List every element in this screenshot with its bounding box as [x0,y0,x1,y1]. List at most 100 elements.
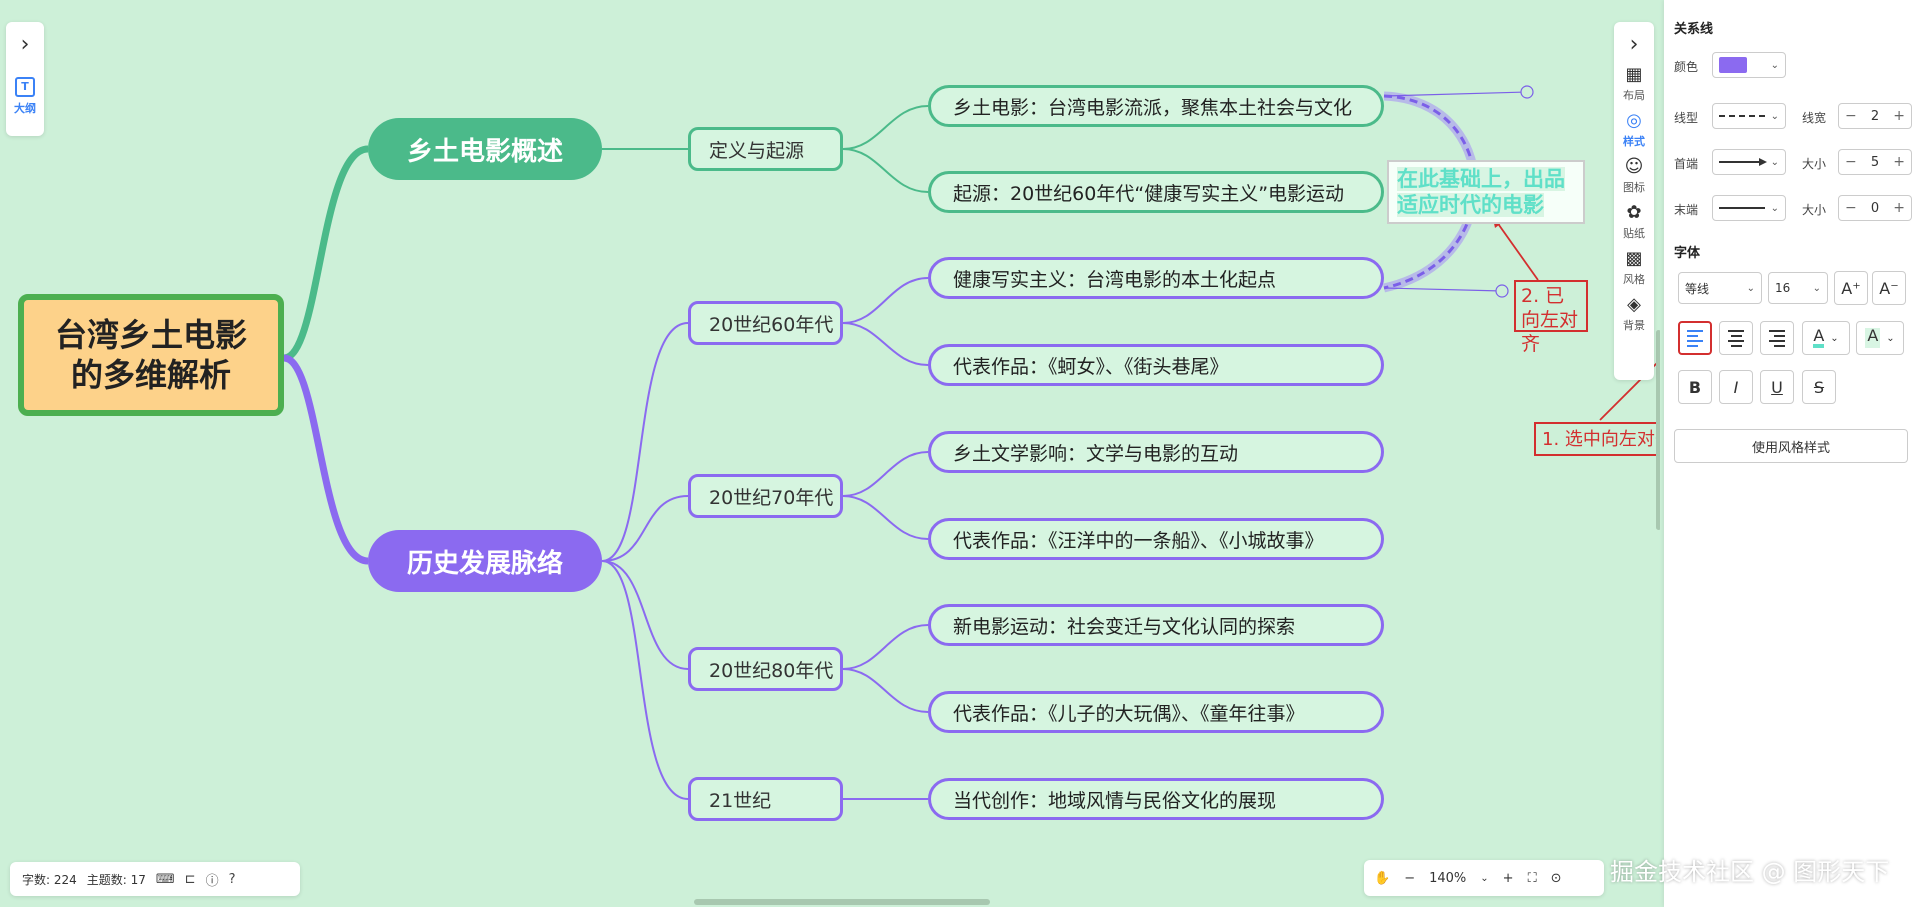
tool-style[interactable]: ◎样式 [1623,111,1645,149]
sub-node-label: 定义与起源 [709,139,805,162]
main-node-history[interactable]: 历史发展脉络 [368,530,602,592]
leaf-node-5[interactable]: 乡土文学影响：文学与电影的互动 [928,431,1384,473]
tail-arrow-select[interactable]: ⌄ [1712,195,1786,221]
plus-icon[interactable]: + [1893,154,1905,170]
sub-node-label: 21世纪 [709,789,772,812]
text-bg-color-button[interactable]: A⌄ [1856,321,1904,355]
collapse-chevron-icon[interactable]: › [1629,32,1639,57]
sub-node-21c[interactable]: 21世纪 [688,777,843,821]
zoom-out-icon[interactable]: − [1404,870,1416,886]
align-right-button[interactable] [1760,321,1794,355]
leaf-node-7[interactable]: 新电影运动：社会变迁与文化认同的探索 [928,604,1384,646]
line-type-select[interactable]: ⌄ [1712,103,1786,129]
link-history-s70 [601,495,689,562]
leaf-node-2[interactable]: 起源：20世纪60年代“健康写实主义”电影运动 [928,171,1384,213]
help-icon[interactable]: ? [228,871,236,887]
vertical-scrollbar[interactable] [1656,330,1660,530]
head-arrow-select[interactable]: ⌄ [1712,149,1786,175]
main-node-overview[interactable]: 乡土电影概述 [368,118,602,180]
color-swatch [1719,57,1747,73]
tool-sticker[interactable]: ✿贴纸 [1623,203,1645,241]
link-s80-l7 [842,624,929,670]
leaf-node-4[interactable]: 代表作品：《蚵女》、《街头巷尾》 [928,344,1384,386]
sub-node-label: 20世纪80年代 [709,659,834,682]
palette-icon: ◎ [1626,110,1642,131]
relation-label-editor[interactable]: 在此基础上，出品适应时代的电影 [1387,160,1585,224]
tail-label: 末端 [1674,203,1699,217]
tool-layout[interactable]: ▦布局 [1623,65,1645,103]
link-s70-l6 [842,495,929,540]
chevron-down-icon[interactable]: ⌄ [1480,872,1489,884]
font-decrease-button[interactable]: A⁻ [1872,271,1906,305]
font-color-icon: A [1813,328,1825,348]
expand-chevron-icon[interactable]: › [20,32,30,57]
line-color-select[interactable]: ⌄ [1712,52,1786,78]
head-size-label: 大小 [1802,157,1827,171]
zoom-in-icon[interactable]: + [1502,870,1514,886]
underline-button[interactable]: U [1760,370,1794,404]
plus-icon[interactable]: + [1893,200,1905,216]
layout-icon: ▦ [1625,64,1643,85]
sub-node-60s[interactable]: 20世纪60年代 [688,301,843,345]
chevron-down-icon: ⌄ [1770,156,1779,168]
font-size-select[interactable]: 16⌄ [1768,272,1828,304]
leaf-node-3[interactable]: 健康写实主义：台湾电影的本土化起点 [928,257,1384,299]
outline-label[interactable]: 大纲 [14,102,36,115]
plus-icon[interactable]: + [1893,108,1905,124]
tool-icon[interactable]: ☺图标 [1623,157,1645,195]
leaf-node-label: 新电影运动：社会变迁与文化认同的探索 [953,615,1296,638]
tool-label: 风格 [1623,273,1645,286]
info-icon[interactable]: ⓘ [205,873,219,889]
font-size-value: 16 [1775,281,1791,295]
stepper-value[interactable]: 2 [1870,108,1880,124]
align-left-icon [1687,329,1703,347]
tail-size-stepper[interactable]: −0 + [1838,195,1912,221]
locate-icon[interactable]: ⊙ [1550,870,1562,886]
link-history-s80 [601,560,689,670]
leaf-node-8[interactable]: 代表作品：《儿子的大玩偶》、《童年往事》 [928,691,1384,733]
topic-count: 主题数: 17 [86,872,146,887]
minus-icon[interactable]: − [1845,154,1857,170]
line-width-stepper[interactable]: −2 + [1838,103,1912,129]
minus-icon[interactable]: − [1845,200,1857,216]
word-count: 字数: 224 [22,872,77,887]
keyboard-icon[interactable]: ⌨ [155,871,175,887]
link-definition-l2 [842,148,929,193]
sticker-icon: ✿ [1626,202,1642,223]
tool-theme[interactable]: ▩风格 [1623,249,1645,287]
outline-icon[interactable]: T [15,77,35,97]
zoom-level[interactable]: 140% [1429,870,1467,886]
hand-icon[interactable]: ✋ [1374,870,1391,886]
leaf-node-label: 当代创作：地域风情与民俗文化的展现 [953,789,1277,812]
structure-icon[interactable]: ⊏ [184,871,196,887]
font-increase-button[interactable]: A⁺ [1834,271,1868,305]
minus-icon[interactable]: − [1845,108,1857,124]
leaf-node-9[interactable]: 当代创作：地域风情与民俗文化的展现 [928,778,1384,820]
use-style-button[interactable]: 使用风格样式 [1674,429,1908,463]
font-color-button[interactable]: A⌄ [1802,321,1850,355]
section-relation-title: 关系线 [1674,22,1714,37]
relation-line [1383,94,1477,290]
sub-node-80s[interactable]: 20世纪80年代 [688,647,843,691]
align-center-button[interactable] [1719,321,1753,355]
align-left-button[interactable] [1678,321,1712,355]
stepper-value[interactable]: 0 [1870,200,1880,216]
leaf-node-1[interactable]: 乡土电影：台湾电影流派，聚焦本土社会与文化 [928,85,1384,127]
bold-button[interactable]: B [1678,370,1712,404]
sub-node-label: 20世纪60年代 [709,313,834,336]
leaf-node-6[interactable]: 代表作品：《汪洋中的一条船》、《小城故事》 [928,518,1384,560]
font-family-select[interactable]: 等线⌄ [1678,272,1762,304]
root-title: 台湾乡土电影的多维解析 [54,316,247,394]
horizontal-scrollbar[interactable] [694,899,990,905]
root-node[interactable]: 台湾乡土电影的多维解析 [18,294,284,416]
head-size-stepper[interactable]: −5 + [1838,149,1912,175]
sub-node-definition[interactable]: 定义与起源 [688,127,843,171]
tool-background[interactable]: ◈背景 [1623,295,1645,333]
leaf-node-label: 乡土文学影响：文学与电影的互动 [953,442,1239,465]
mindmap-canvas[interactable]: 台湾乡土电影的多维解析 乡土电影概述 历史发展脉络 定义与起源 20世纪60年代… [0,0,1660,907]
fit-screen-icon[interactable]: ⛶ [1527,870,1537,886]
strikethrough-button[interactable]: S [1802,370,1836,404]
sub-node-70s[interactable]: 20世纪70年代 [688,474,843,518]
italic-button[interactable]: I [1719,370,1753,404]
stepper-value[interactable]: 5 [1870,154,1880,170]
